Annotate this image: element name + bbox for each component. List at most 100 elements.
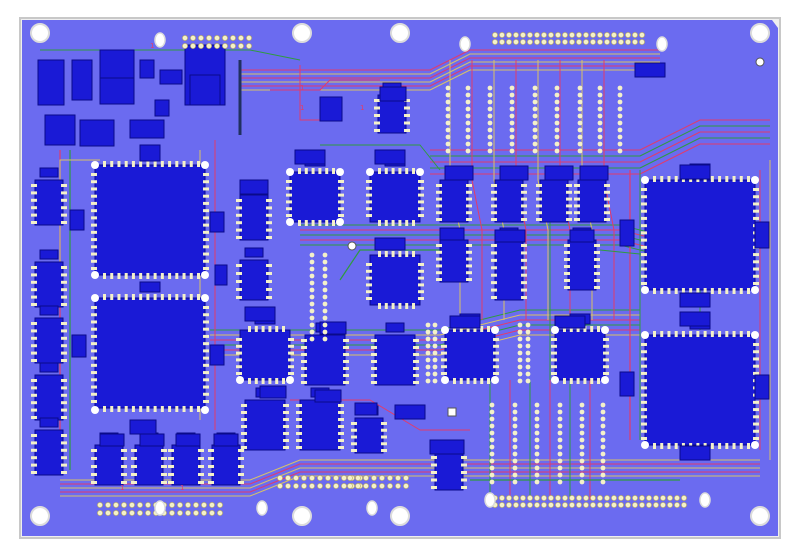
pad <box>31 336 37 340</box>
pad <box>203 238 209 242</box>
header-pin <box>597 92 603 98</box>
pad <box>391 251 395 257</box>
header-pin <box>534 458 540 464</box>
pad <box>146 161 150 167</box>
pad <box>404 129 410 132</box>
pad <box>288 358 294 362</box>
fiducial <box>347 241 357 251</box>
pad <box>418 269 424 273</box>
pad <box>747 288 750 294</box>
pad <box>381 428 387 432</box>
pad <box>391 220 395 226</box>
header-pin <box>534 502 540 508</box>
header-pin <box>445 113 451 119</box>
header-pin <box>681 495 687 501</box>
header-pin <box>487 99 493 105</box>
pad <box>413 374 419 377</box>
header-pin <box>169 502 175 508</box>
decoupling-cap <box>39 167 59 178</box>
pad <box>466 244 472 247</box>
header-pin <box>617 92 623 98</box>
header-pin <box>512 423 518 429</box>
header-pin <box>534 32 540 38</box>
header-pin <box>576 39 582 45</box>
pad <box>31 295 37 299</box>
header-pin <box>145 510 151 516</box>
header-pin <box>597 502 603 508</box>
via-hole <box>751 176 759 184</box>
pad <box>208 449 214 452</box>
header-pin <box>347 483 353 489</box>
mounting-hole <box>292 506 312 526</box>
header-pin <box>201 502 207 508</box>
header-pin <box>554 141 560 147</box>
smd-component <box>214 264 228 286</box>
pad <box>31 448 37 452</box>
pad <box>753 371 759 375</box>
pad <box>318 220 322 226</box>
header-pin <box>489 416 495 422</box>
pad <box>91 230 97 234</box>
pad <box>338 411 344 414</box>
header-pin <box>597 113 603 119</box>
smd-component <box>499 165 529 181</box>
pad <box>576 378 580 384</box>
header-pin <box>579 479 585 485</box>
pad <box>168 457 174 460</box>
pad <box>261 378 265 384</box>
pad <box>182 294 186 300</box>
pad <box>753 267 759 271</box>
header-pin <box>597 148 603 154</box>
pad <box>286 193 292 197</box>
pad <box>391 303 395 309</box>
pad <box>236 296 242 299</box>
header-pin <box>387 475 393 481</box>
pad <box>493 358 499 362</box>
pad <box>103 406 106 412</box>
header-pin <box>525 322 531 328</box>
silkscreen-label: 1 <box>150 42 154 50</box>
pad <box>198 473 204 476</box>
pad <box>91 363 97 367</box>
ic-soic <box>34 429 64 476</box>
pad <box>384 168 388 174</box>
pad <box>461 478 467 482</box>
trace <box>430 143 770 175</box>
trace <box>339 249 440 281</box>
header-pin <box>465 99 471 105</box>
pad <box>566 190 572 194</box>
header-pin <box>555 502 561 508</box>
pad <box>381 442 387 446</box>
header-pin <box>113 510 119 516</box>
pad <box>753 195 759 199</box>
header-pin <box>577 134 583 140</box>
header-pin <box>190 43 196 49</box>
header-pin <box>534 451 540 457</box>
header-pin <box>499 502 505 508</box>
pad <box>594 272 600 275</box>
pad <box>710 331 714 337</box>
pad <box>203 245 209 249</box>
header-pin <box>600 465 606 471</box>
pad <box>311 220 315 226</box>
smd-component <box>319 96 343 122</box>
decoupling-cap <box>139 281 161 293</box>
pad <box>747 331 750 337</box>
header-pin <box>198 43 204 49</box>
pad <box>689 331 693 337</box>
pad <box>182 161 186 167</box>
pad <box>91 334 97 338</box>
pad <box>436 264 442 268</box>
pad <box>283 418 289 421</box>
header-pin <box>576 502 582 508</box>
pad <box>91 385 97 389</box>
pad <box>667 176 671 182</box>
pad <box>160 406 164 412</box>
header-pin <box>520 39 526 45</box>
pad <box>236 280 242 283</box>
pad <box>378 303 381 309</box>
header-pin <box>579 458 585 464</box>
pad <box>203 173 209 176</box>
